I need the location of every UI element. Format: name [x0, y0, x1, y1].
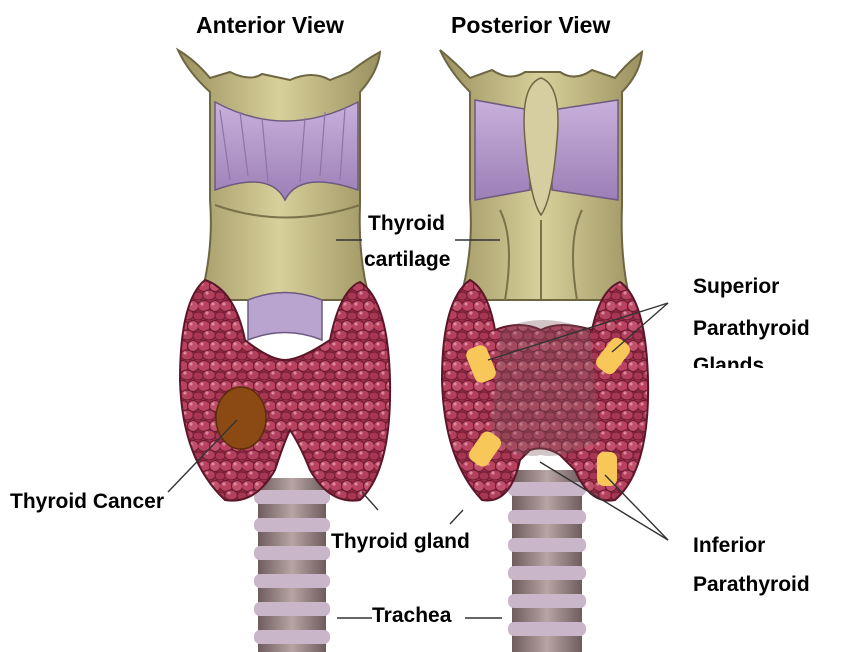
- thyroid-cancer-label: Thyroid Cancer: [10, 490, 164, 515]
- anterior-view-title: Anterior View: [196, 12, 344, 39]
- thyroid-gland-label: Thyroid gland: [331, 530, 470, 555]
- anterior-view: [178, 50, 390, 652]
- thyroid-cartilage-label-line1: Thyroid: [368, 212, 445, 237]
- superior-parathyroid-label-line3: Glands: [693, 354, 764, 368]
- superior-parathyroid-label-clip: Glands: [693, 354, 813, 368]
- posterior-view: [440, 50, 648, 652]
- thyroid-cartilage-label-line2: cartilage: [364, 248, 450, 273]
- inferior-parathyroid-label-line1: Inferior: [693, 534, 765, 559]
- posterior-cartilage: [440, 50, 642, 300]
- trachea-label: Trachea: [372, 604, 451, 629]
- anterior-trachea: [254, 478, 330, 652]
- posterior-thyroid-gland: [442, 280, 648, 501]
- posterior-trachea: [508, 470, 586, 652]
- superior-parathyroid-label-line2: Parathyroid: [693, 317, 810, 342]
- thyroid-cancer-lesion: [216, 387, 266, 449]
- superior-parathyroid-label-line1: Superior: [693, 275, 779, 300]
- inferior-parathyroid-right: [597, 452, 617, 486]
- inferior-parathyroid-label-line2: Parathyroid: [693, 573, 810, 598]
- posterior-view-title: Posterior View: [451, 12, 610, 39]
